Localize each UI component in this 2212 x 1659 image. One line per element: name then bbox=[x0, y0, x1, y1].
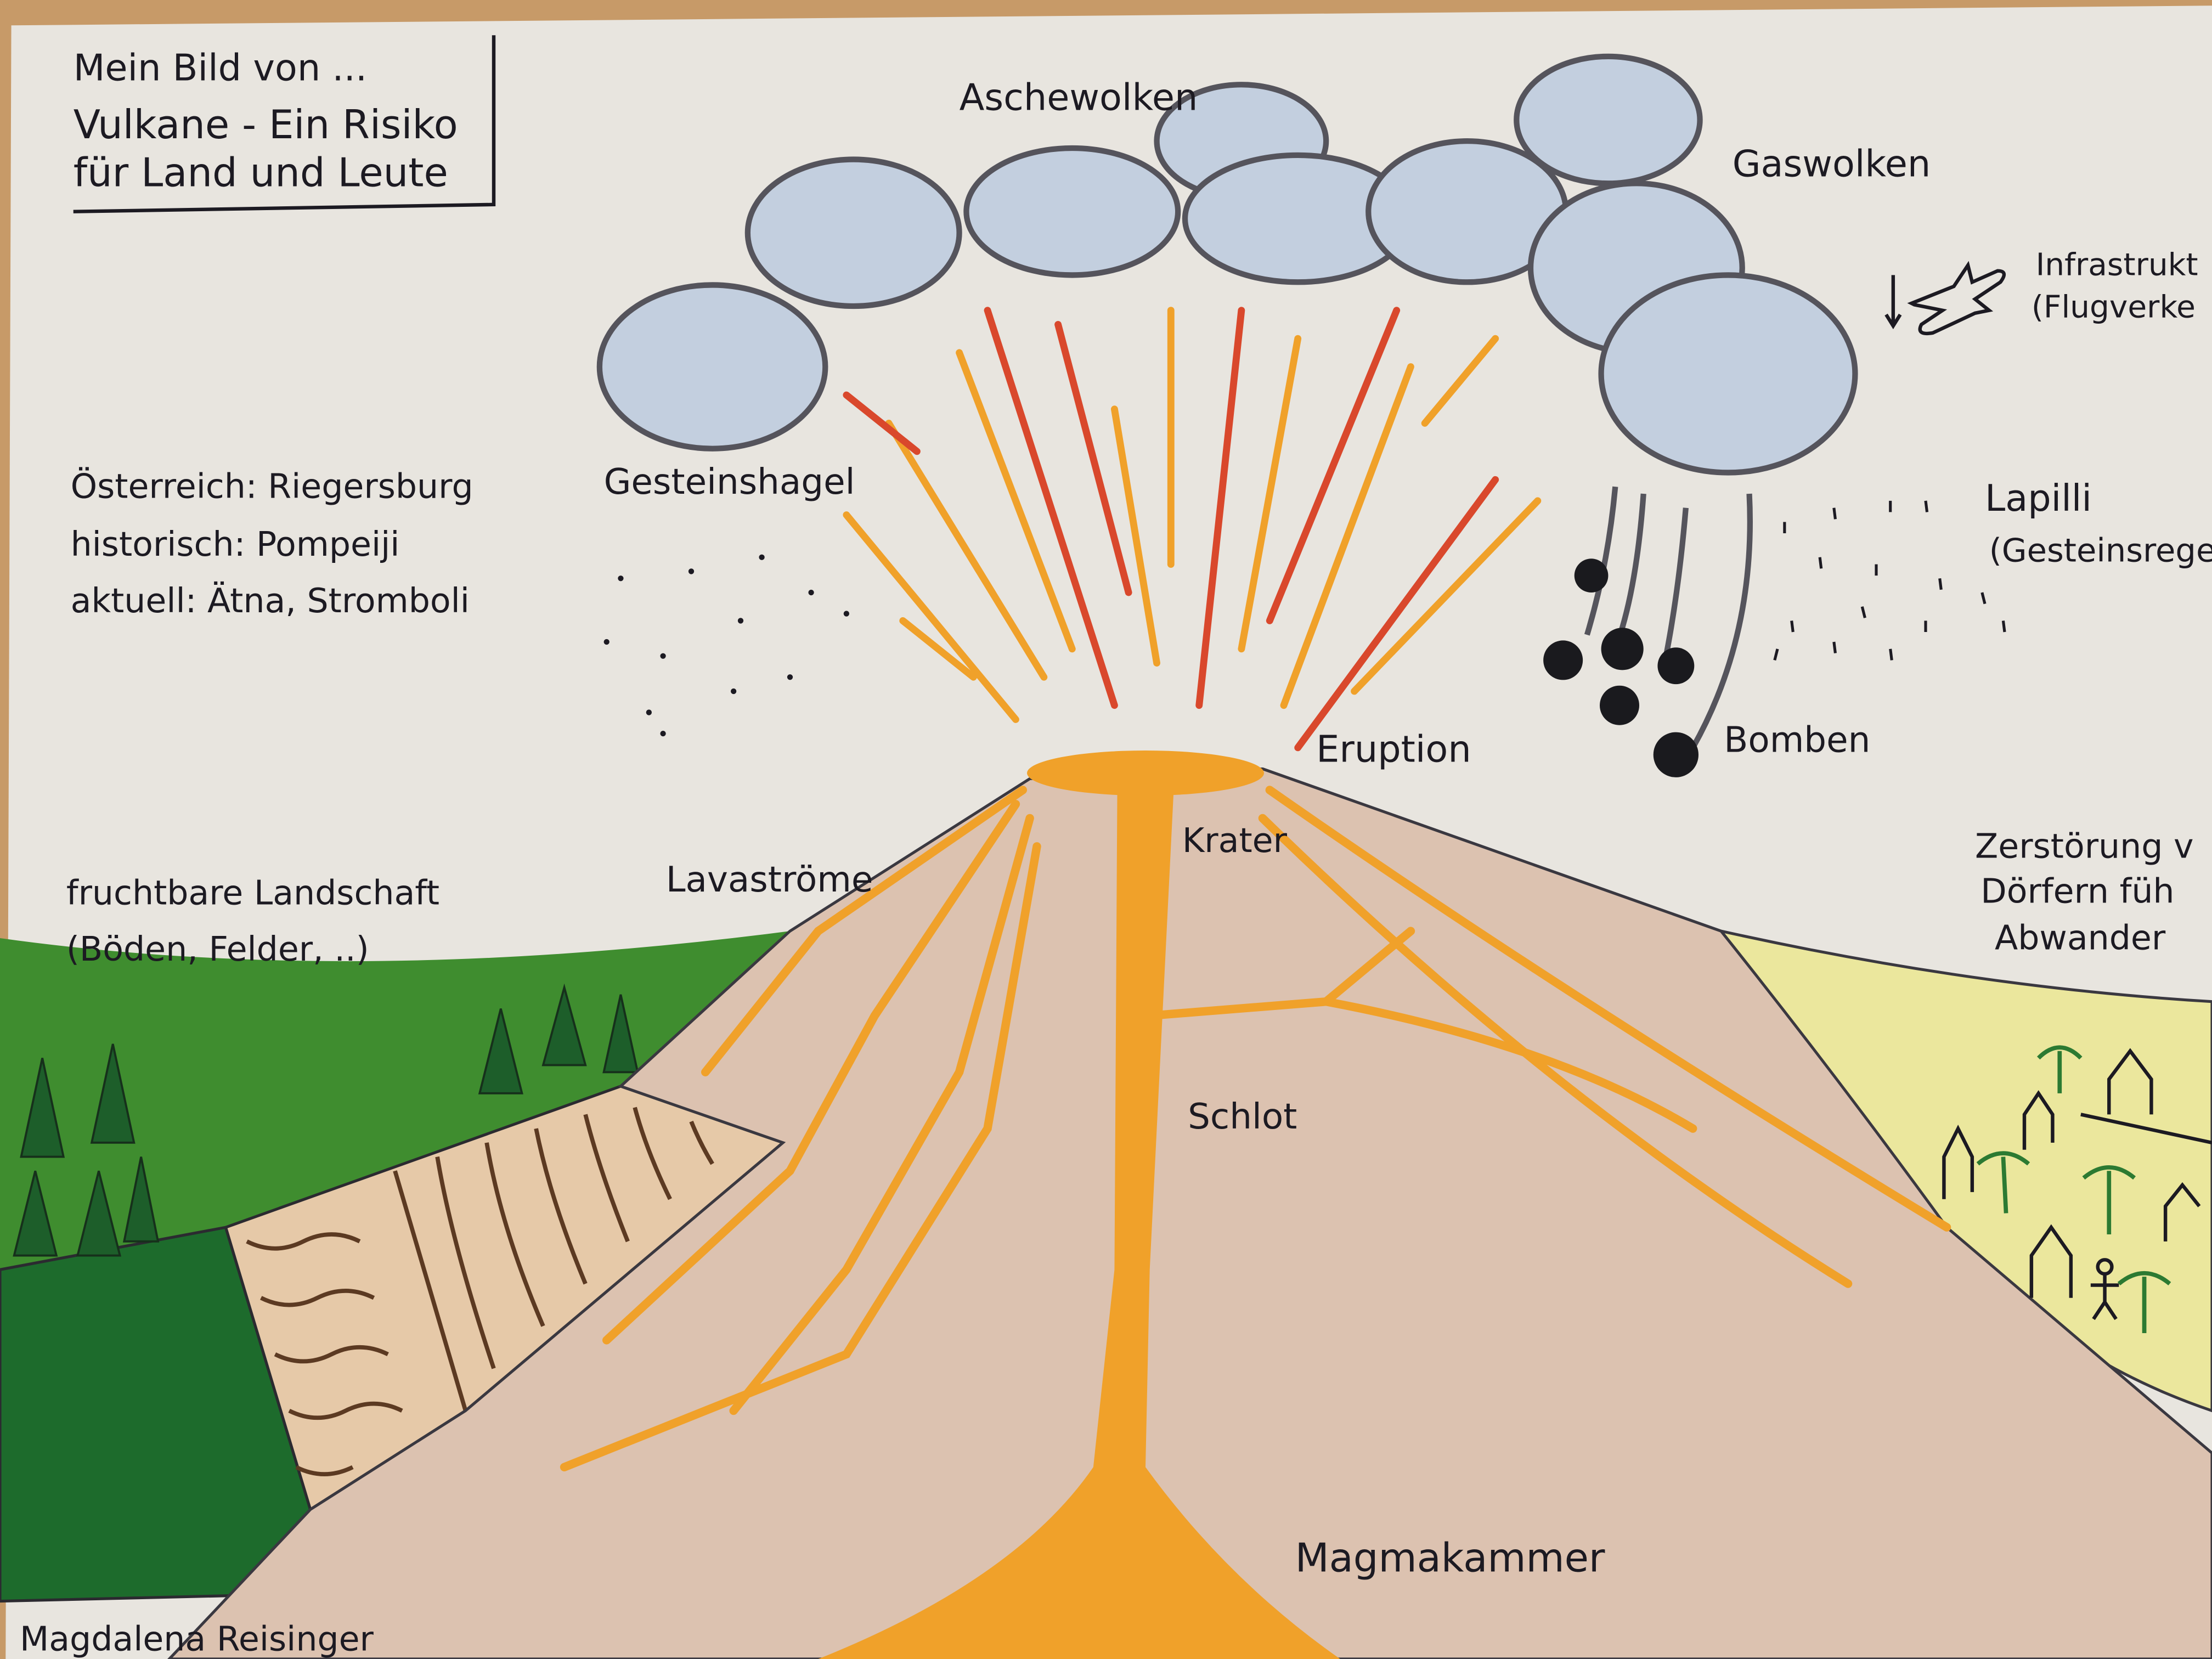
author-signature: Magdalena Reisinger bbox=[20, 1620, 374, 1659]
rock-hail-dots bbox=[603, 554, 849, 737]
label-magma-chamber: Magmakammer bbox=[1295, 1535, 1605, 1581]
crater bbox=[1027, 751, 1264, 796]
title-line-3: für Land und Leute bbox=[74, 149, 448, 195]
trees bbox=[13, 983, 639, 1257]
green-hills bbox=[0, 931, 790, 1284]
label-vent: Schlot bbox=[1188, 1096, 1297, 1137]
palm-trees bbox=[1976, 1045, 2171, 1333]
label-destruction-1: Zerstörung v bbox=[1975, 826, 2194, 866]
title-line-1: Mein Bild von ... bbox=[74, 47, 367, 89]
lapilli-marks bbox=[1773, 500, 2006, 661]
label-ash-clouds: Aschewolken bbox=[960, 76, 1198, 119]
volcanic-bombs bbox=[1543, 558, 1699, 777]
label-lava-flows: Lavaströme bbox=[666, 859, 873, 900]
label-infrastructure-2: (Flugverke bbox=[2032, 289, 2196, 325]
example-historic: historisch: Pompeiji bbox=[71, 524, 400, 564]
label-bombs: Bomben bbox=[1724, 720, 1870, 761]
volcano-cone bbox=[167, 767, 2212, 1659]
cloud bbox=[1514, 53, 1703, 187]
village-houses bbox=[1942, 1048, 2212, 1321]
label-lapilli-1: Lapilli bbox=[1985, 477, 2092, 520]
label-eruption: Eruption bbox=[1316, 728, 1471, 771]
cloud bbox=[1598, 272, 1858, 476]
cloud bbox=[596, 282, 828, 452]
cloud bbox=[963, 145, 1181, 278]
label-fertile-1: fruchtbare Landschaft bbox=[66, 873, 439, 912]
label-destruction-2: Dörfern füh bbox=[1980, 872, 2174, 911]
label-destruction-3: Abwander bbox=[1995, 918, 2166, 958]
label-crater: Krater bbox=[1182, 821, 1288, 860]
cloud bbox=[744, 156, 962, 309]
lava-flows bbox=[560, 786, 1951, 1472]
label-infrastructure-1: Infrastrukt bbox=[2036, 246, 2198, 283]
airplane-icon bbox=[1884, 261, 2006, 336]
title-box: Mein Bild von ... Vulkane - Ein Risiko f… bbox=[73, 35, 496, 213]
label-rock-hail: Gesteinshagel bbox=[604, 461, 855, 503]
clouds bbox=[596, 53, 1858, 476]
label-lapilli-2: (Gesteinsrege bbox=[1989, 531, 2212, 569]
example-current: aktuell: Ätna, Stromboli bbox=[71, 580, 470, 620]
example-austria: Österreich: Riegersburg bbox=[71, 467, 473, 506]
label-gas-clouds: Gaswolken bbox=[1733, 142, 1931, 185]
field-furrows bbox=[246, 1107, 714, 1476]
label-fertile-2: (Böden, Felder, ..) bbox=[66, 929, 369, 969]
eruption-streaks bbox=[843, 307, 1542, 752]
title-line-2: Vulkane - Ein Risiko bbox=[74, 101, 458, 148]
